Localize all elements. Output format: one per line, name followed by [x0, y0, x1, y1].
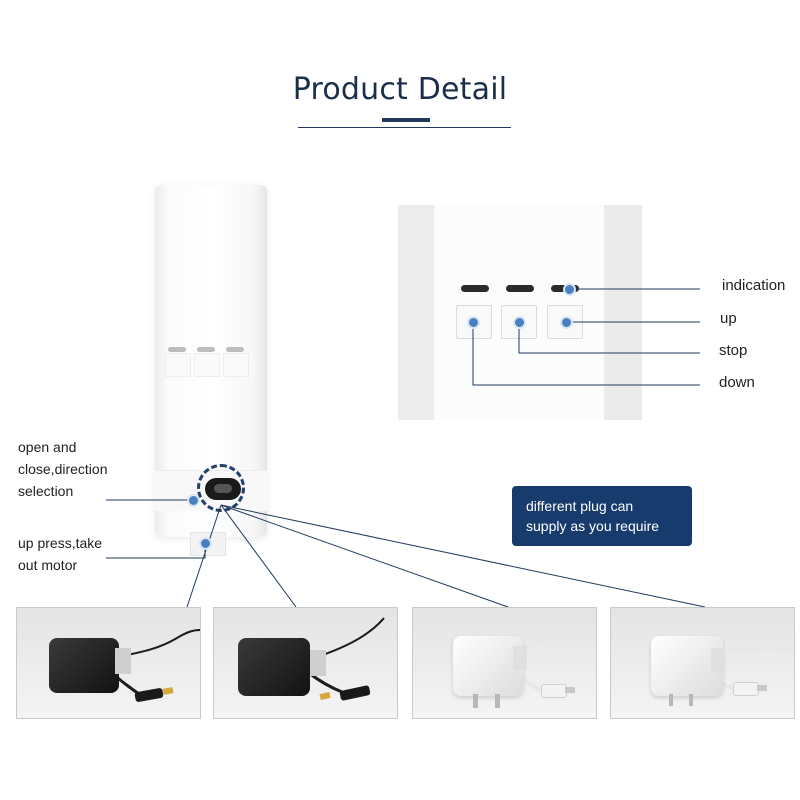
dc-tip: [565, 687, 575, 693]
device-button: [194, 353, 220, 377]
plug-prong: [689, 694, 693, 706]
label-indication: indication: [722, 277, 786, 294]
indicator-led: [506, 285, 534, 292]
label-up-press-line1: up press,take: [18, 535, 103, 551]
plug-prong: [669, 694, 673, 706]
us-plug-photo: [610, 607, 795, 719]
plug-label: [513, 646, 527, 670]
device-button: [165, 353, 191, 377]
label-up: up: [720, 310, 737, 327]
label-open-close-line3: selection: [18, 483, 74, 499]
indicator-led: [461, 285, 489, 292]
label-open-close-line2: close,direction: [18, 461, 108, 477]
panel-right-edge: [604, 205, 642, 420]
au-plug-body: [238, 638, 310, 696]
plug-label: [115, 648, 131, 674]
dc-connector: [733, 682, 759, 696]
plug-prong: [495, 694, 500, 708]
release-tab-marker: [199, 537, 212, 550]
title-accent-bar: [382, 118, 430, 122]
panel-left-edge: [398, 205, 434, 420]
device-button: [223, 353, 249, 377]
plug-options-banner: different plug can supply as you require: [512, 486, 692, 546]
eu-plug-body: [453, 636, 523, 696]
stop-marker: [513, 316, 526, 329]
eu-plug-photo: [412, 607, 597, 719]
dc-connector: [541, 684, 567, 698]
port-highlight-ring: [197, 464, 245, 512]
label-open-close-line1: open and: [18, 439, 77, 455]
device-led: [226, 347, 244, 352]
uk-plug-body: [49, 638, 119, 693]
label-stop: stop: [719, 342, 748, 359]
uk-plug-photo: [16, 607, 201, 719]
label-down: down: [719, 374, 755, 391]
up-marker: [560, 316, 573, 329]
plug-prong: [473, 694, 478, 708]
title-underline: [298, 127, 511, 128]
page-title: Product Detail: [292, 72, 508, 107]
indication-marker: [563, 283, 576, 296]
banner-line2: supply as you require: [526, 518, 660, 534]
plug-label: [310, 650, 326, 676]
down-marker: [467, 316, 480, 329]
device-indicator-row: [168, 347, 254, 353]
banner-line1: different plug can: [526, 498, 634, 514]
au-plug-photo: [213, 607, 398, 719]
device-led: [197, 347, 215, 352]
direction-switch-marker: [187, 494, 200, 507]
device-led: [168, 347, 186, 352]
label-up-press-line2: out motor: [18, 557, 78, 573]
dc-tip: [757, 685, 767, 691]
plug-label: [711, 648, 725, 672]
